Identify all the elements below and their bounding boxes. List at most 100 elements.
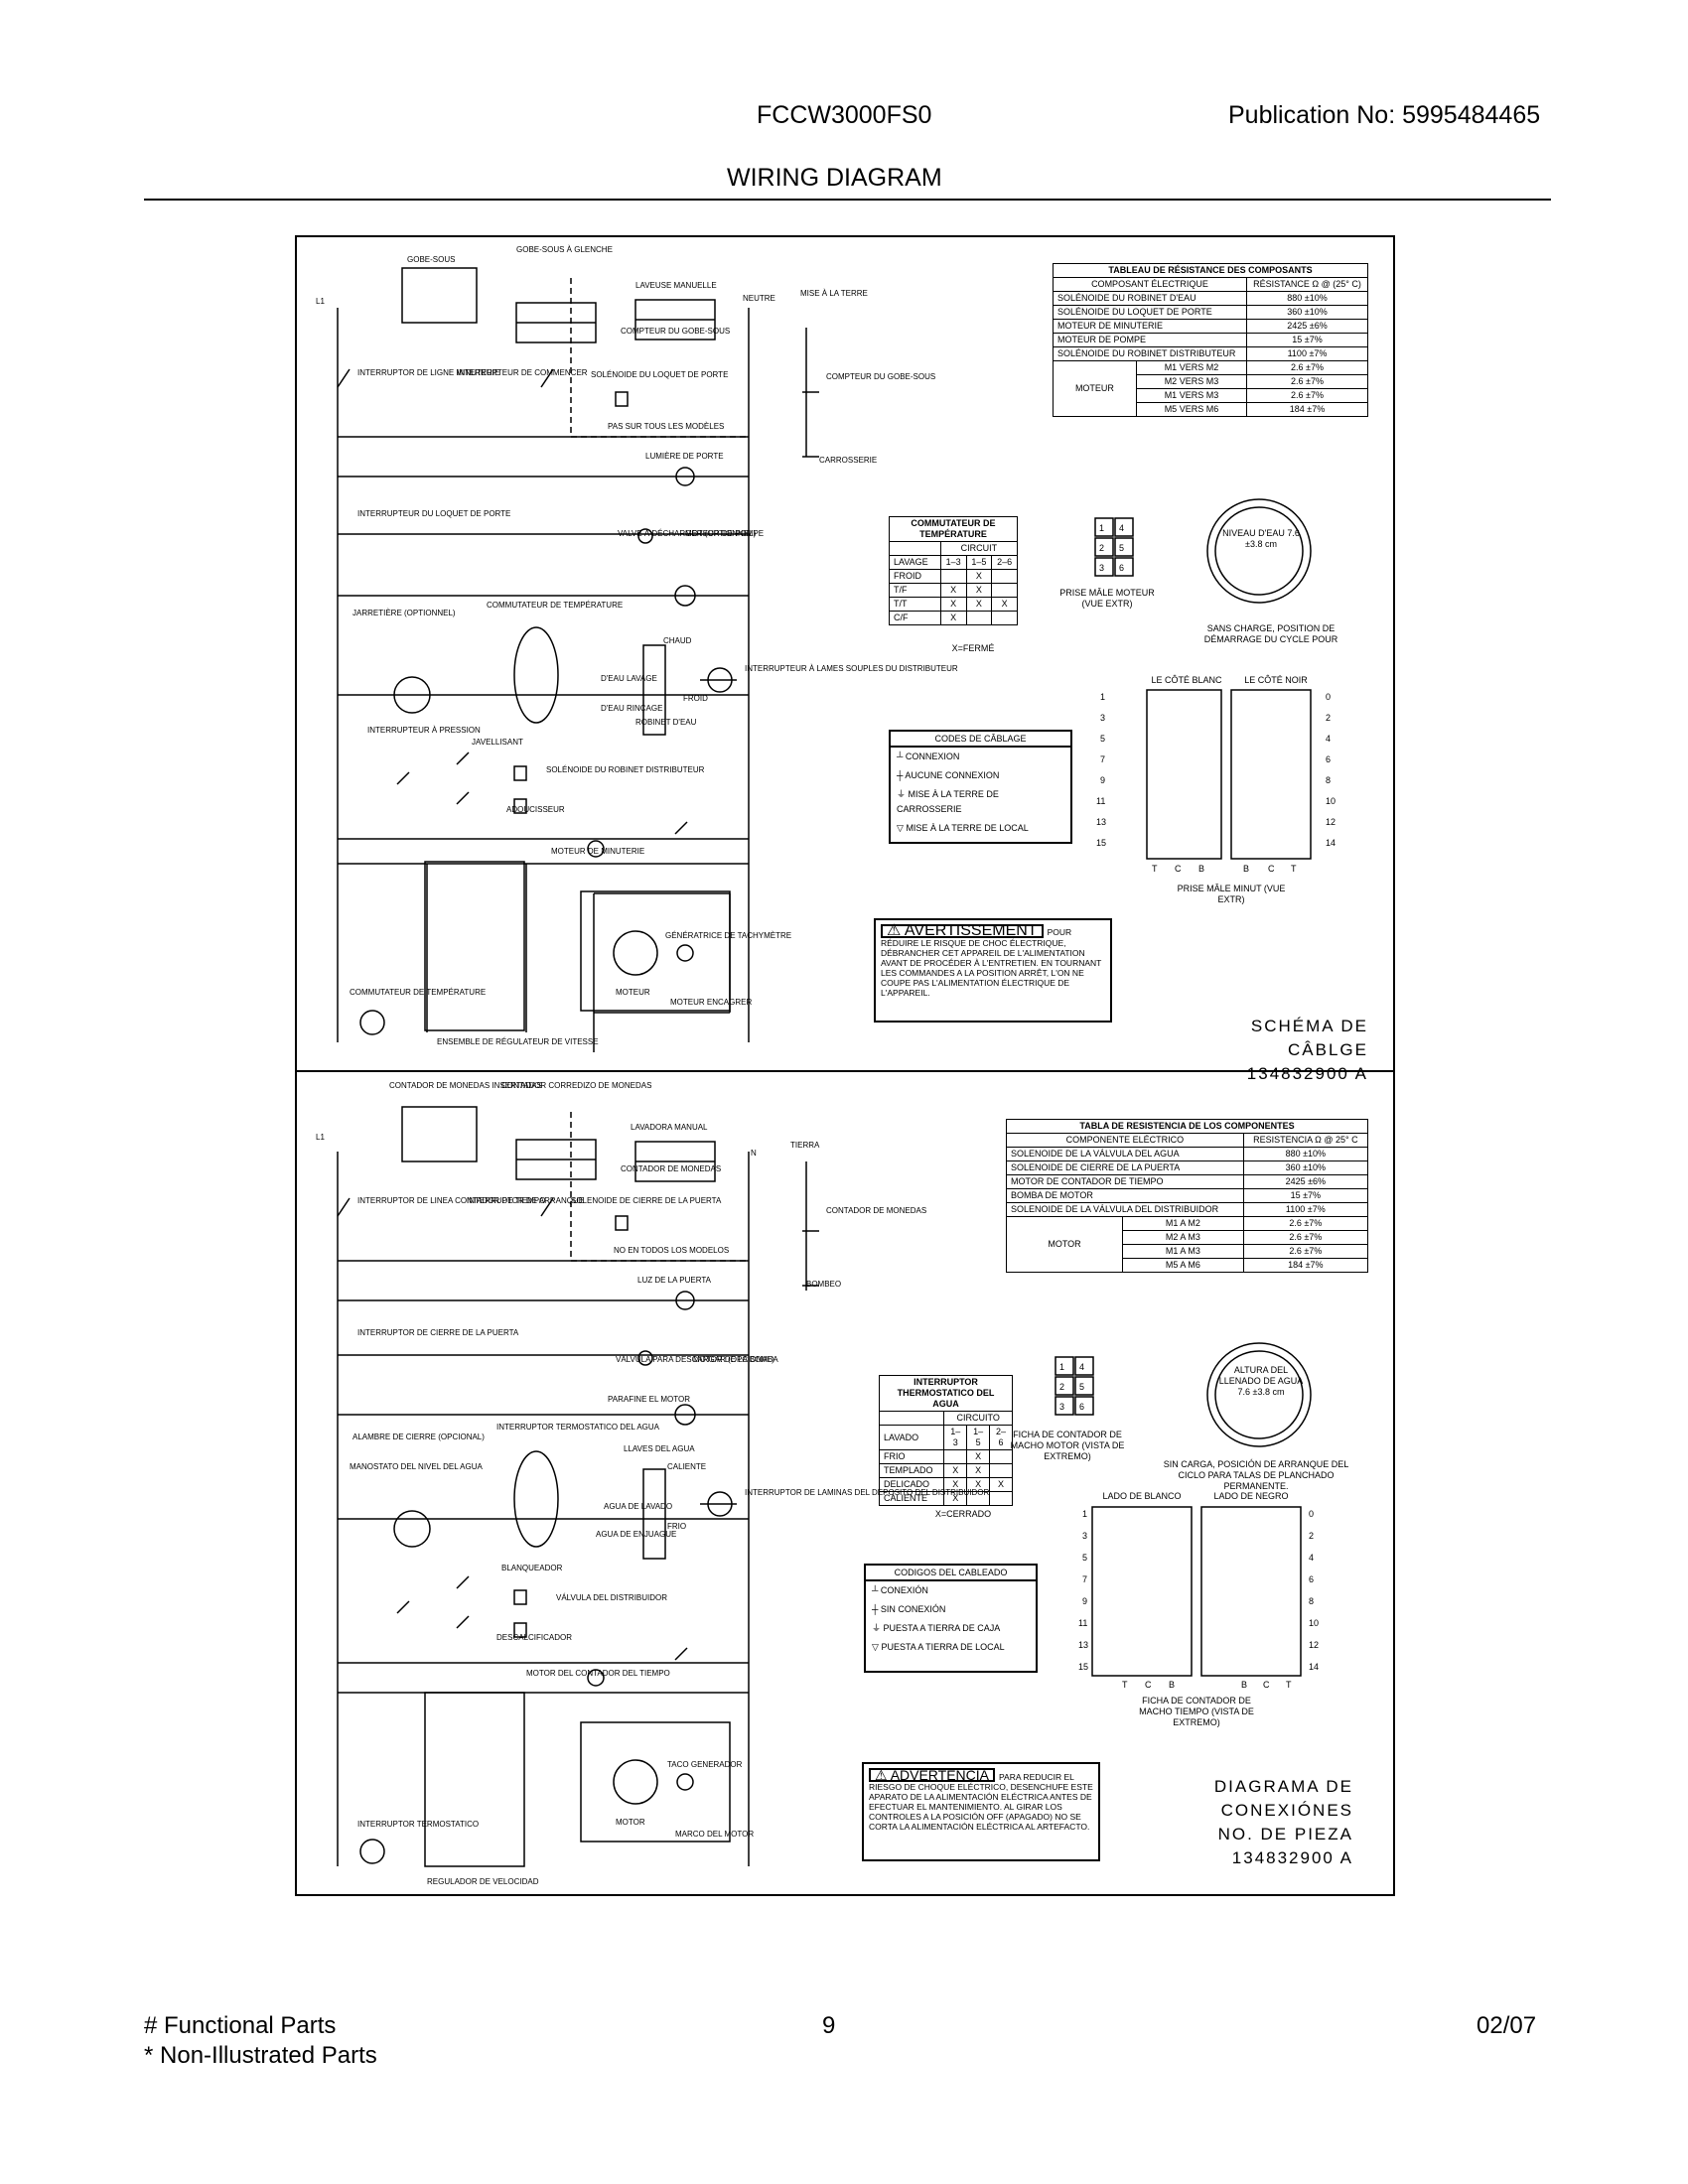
- svg-text:0: 0: [1326, 692, 1331, 702]
- svg-text:INTERRUPTOR DE ARRANQUE: INTERRUPTOR DE ARRANQUE: [467, 1196, 584, 1205]
- non-illustrated-note: * Non-Illustrated Parts: [144, 2042, 377, 2069]
- es-wiring-codes: CODIGOS DEL CABLEADO ┴ CONEXIÓN ┼ SIN CO…: [864, 1564, 1038, 1673]
- earth-ground-icon: ▽: [897, 823, 904, 833]
- svg-text:CONTADOR DE MONEDAS: CONTADOR DE MONEDAS: [826, 1206, 926, 1215]
- es-closed-note: X=CERRADO: [934, 1509, 992, 1519]
- svg-text:T: T: [1122, 1680, 1128, 1690]
- svg-text:VALVE À DÉCHARGER (OPTIONNEL): VALVE À DÉCHARGER (OPTIONNEL): [618, 529, 757, 538]
- svg-text:ROBINET D'EAU: ROBINET D'EAU: [635, 718, 697, 727]
- svg-text:13: 13: [1078, 1640, 1088, 1650]
- svg-text:1: 1: [1100, 692, 1105, 702]
- svg-text:VÁLVULA PARA DESCARGAR (OPCION: VÁLVULA PARA DESCARGAR (OPCIONAL): [616, 1355, 774, 1364]
- revision-date: 02/07: [1477, 2012, 1537, 2039]
- svg-text:GOBE-SOUS À GLENCHE: GOBE-SOUS À GLENCHE: [516, 245, 613, 254]
- svg-text:INTERRUPTEUR DU LOQUET DE PORT: INTERRUPTEUR DU LOQUET DE PORTE: [357, 509, 510, 518]
- svg-text:10: 10: [1326, 796, 1336, 806]
- functional-parts-note: # Functional Parts: [144, 2012, 337, 2039]
- svg-text:MOTOR DE LA BOMBA: MOTOR DE LA BOMBA: [693, 1355, 778, 1364]
- svg-text:MISE À LA TERRE: MISE À LA TERRE: [800, 289, 868, 298]
- svg-text:5: 5: [1119, 543, 1124, 553]
- svg-text:FRIO: FRIO: [667, 1522, 686, 1531]
- svg-text:CALIENTE: CALIENTE: [667, 1462, 706, 1471]
- svg-text:INTERRUPTOR DE LIGNE MINUTERIE: INTERRUPTOR DE LIGNE MINUTERIE: [357, 368, 499, 377]
- connection-icon: ┴: [872, 1585, 879, 1595]
- svg-text:LUZ DE LA PUERTA: LUZ DE LA PUERTA: [637, 1276, 712, 1285]
- svg-text:7: 7: [1100, 754, 1105, 764]
- svg-text:D'EAU LAVAGE: D'EAU LAVAGE: [601, 674, 657, 683]
- svg-text:INTERRUPTOR DE LAMINAS DEL DEP: INTERRUPTOR DE LAMINAS DEL DEPOSITO DEL …: [745, 1488, 989, 1497]
- svg-text:3: 3: [1100, 713, 1105, 723]
- svg-text:4: 4: [1309, 1553, 1314, 1563]
- svg-text:JARRETIÈRE (OPTIONNEL): JARRETIÈRE (OPTIONNEL): [352, 609, 456, 617]
- svg-text:MOTEUR ENCAGRER: MOTEUR ENCAGRER: [670, 998, 752, 1007]
- svg-text:NO EN TODOS LOS MODELOS: NO EN TODOS LOS MODELOS: [614, 1246, 729, 1255]
- svg-text:2: 2: [1099, 543, 1104, 553]
- svg-text:C: C: [1268, 864, 1275, 874]
- fr-timer-white-side: LE CÔTÉ BLANC: [1151, 675, 1222, 685]
- svg-text:C: C: [1263, 1680, 1270, 1690]
- warning-triangle-icon: ⚠: [887, 922, 902, 939]
- svg-text:MOTEUR DE MINUTERIE: MOTEUR DE MINUTERIE: [551, 847, 644, 856]
- svg-text:C: C: [1175, 864, 1182, 874]
- svg-text:12: 12: [1326, 817, 1336, 827]
- svg-text:L1: L1: [316, 297, 325, 306]
- svg-text:T: T: [1286, 1680, 1292, 1690]
- svg-text:MARCO DEL MOTOR: MARCO DEL MOTOR: [675, 1830, 754, 1839]
- svg-text:10: 10: [1309, 1618, 1319, 1628]
- svg-text:1: 1: [1059, 1362, 1064, 1372]
- svg-text:INTERRUPTOR TERMOSTATICO DEL A: INTERRUPTOR TERMOSTATICO DEL AGUA: [496, 1423, 660, 1432]
- svg-text:COMPTEUR DU GOBE-SOUS: COMPTEUR DU GOBE-SOUS: [826, 372, 935, 381]
- svg-text:3: 3: [1059, 1402, 1064, 1412]
- svg-text:1: 1: [1082, 1509, 1087, 1519]
- svg-text:11: 11: [1096, 796, 1105, 806]
- header-rule: [144, 199, 1551, 201]
- svg-text:4: 4: [1079, 1362, 1084, 1372]
- svg-text:BLANQUEADOR: BLANQUEADOR: [501, 1564, 563, 1572]
- svg-text:GOBE-SOUS: GOBE-SOUS: [407, 255, 455, 264]
- svg-text:LAVEUSE MANUELLE: LAVEUSE MANUELLE: [635, 281, 717, 290]
- svg-text:INTERRUPTOR DE LINEA CONTADOR: INTERRUPTOR DE LINEA CONTADOR DE TIEMPO: [357, 1196, 545, 1205]
- svg-text:SOLÉNOIDE DU LOQUET DE PORTE: SOLÉNOIDE DU LOQUET DE PORTE: [591, 370, 728, 379]
- svg-text:2: 2: [1309, 1531, 1314, 1541]
- svg-text:MANOSTATO DEL NIVEL DEL AGUA: MANOSTATO DEL NIVEL DEL AGUA: [350, 1462, 483, 1471]
- svg-text:7: 7: [1082, 1574, 1087, 1584]
- fr-timer-plug-label: PRISE MÂLE MINUT (VUE EXTR): [1177, 884, 1286, 904]
- chassis-ground-icon: ⏚: [897, 789, 907, 799]
- svg-text:14: 14: [1309, 1662, 1319, 1672]
- svg-text:AGUA DE ENJUAGUE: AGUA DE ENJUAGUE: [596, 1530, 676, 1539]
- svg-text:ADOUCISSEUR: ADOUCISSEUR: [506, 805, 565, 814]
- diagram-frame: [295, 235, 1395, 1896]
- svg-text:LAVADORA MANUAL: LAVADORA MANUAL: [631, 1123, 708, 1132]
- svg-text:4: 4: [1326, 734, 1331, 744]
- svg-text:INTERRUPTOR DE CIERRE DE LA PU: INTERRUPTOR DE CIERRE DE LA PUERTA: [357, 1328, 519, 1337]
- svg-text:9: 9: [1082, 1596, 1087, 1606]
- svg-text:CONTADOR DE MONEDAS INSERTADAS: CONTADOR DE MONEDAS INSERTADAS: [389, 1081, 542, 1090]
- svg-text:12: 12: [1309, 1640, 1319, 1650]
- es-temp-switch-table: INTERRUPTOR THERMOSTATICO DEL AGUA CIRCU…: [878, 1375, 1013, 1506]
- fr-wiring-codes: CODES DE CÂBLAGE ┴ CONNEXION ┼ AUCUNE CO…: [889, 730, 1072, 844]
- svg-text:LLAVES DEL AGUA: LLAVES DEL AGUA: [624, 1444, 695, 1453]
- svg-text:3: 3: [1099, 563, 1104, 573]
- fr-resistance-table: TABLEAU DE RÉSISTANCE DES COMPOSANTS COM…: [1053, 263, 1368, 417]
- svg-text:5: 5: [1079, 1382, 1084, 1392]
- earth-ground-icon: ▽: [872, 1642, 879, 1652]
- svg-text:JAVELLISANT: JAVELLISANT: [472, 738, 523, 747]
- svg-text:B: B: [1243, 864, 1249, 874]
- svg-text:11: 11: [1078, 1618, 1087, 1628]
- svg-text:6: 6: [1326, 754, 1331, 764]
- connection-icon: ┴: [897, 751, 904, 761]
- svg-text:B: B: [1198, 864, 1204, 874]
- svg-text:PAS SUR TOUS LES MODÈLES: PAS SUR TOUS LES MODÈLES: [608, 422, 724, 431]
- svg-text:MOTOR DEL CONTADOR DEL TIEMPO: MOTOR DEL CONTADOR DEL TIEMPO: [526, 1669, 670, 1678]
- page-number: 9: [822, 2012, 836, 2039]
- es-motor-plug-label: FICHA DE CONTADOR DE MACHO MOTOR (VISTA …: [1010, 1430, 1125, 1461]
- svg-text:SOLENOIDE DE CIERRE DE LA PUER: SOLENOIDE DE CIERRE DE LA PUERTA: [571, 1196, 722, 1205]
- svg-text:INTERRUPTEUR DE COMMENCER: INTERRUPTEUR DE COMMENCER: [457, 368, 588, 377]
- es-water-level-label: ALTURA DEL LLENADO DE AGUA 7.6 ±3.8 cm: [1218, 1365, 1304, 1397]
- es-resistance-table: TABLA DE RESISTENCIA DE LOS COMPONENTES …: [1006, 1119, 1369, 1273]
- svg-text:INTERRUPTEUR À PRESSION: INTERRUPTEUR À PRESSION: [367, 726, 481, 735]
- svg-text:REGULADOR DE VELOCIDAD: REGULADOR DE VELOCIDAD: [427, 1877, 539, 1886]
- svg-text:4: 4: [1119, 523, 1124, 533]
